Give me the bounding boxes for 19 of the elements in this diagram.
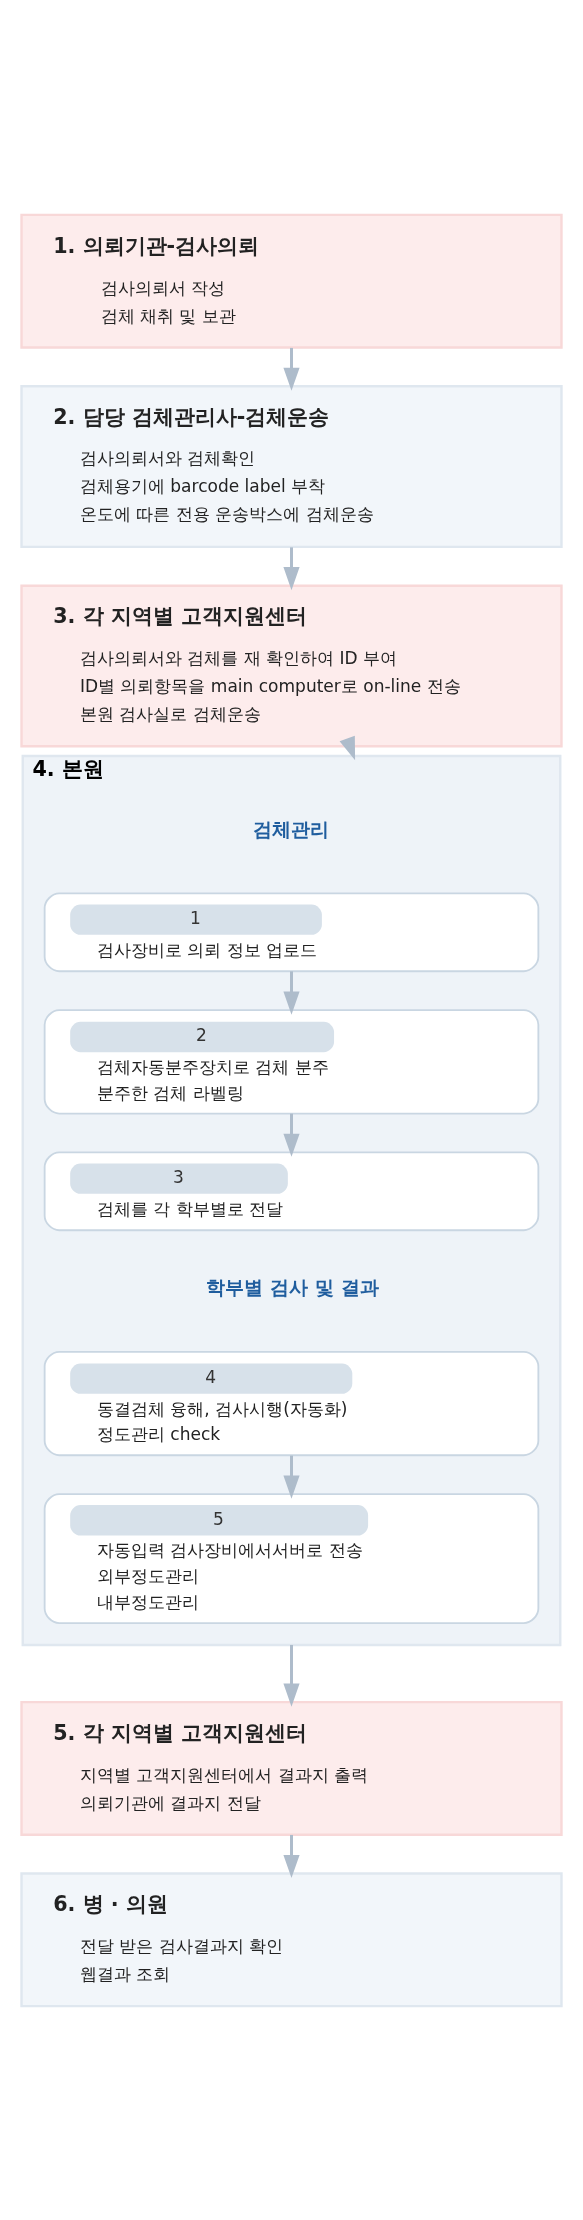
node-box: 1. 의뢰기관-검사의뢰 검사의뢰서 작성 검체 채취 및 보관: [20, 213, 563, 349]
arrow: [283, 546, 300, 590]
node-box: 4 동결검체 융해, 검사시행(자동화) 정도관리 check: [43, 1350, 540, 1456]
node-box: 1 검사장비로 의뢰 정보 업로드: [43, 892, 540, 972]
arrow: [283, 970, 300, 1015]
arrow: [339, 735, 356, 760]
label: 학부별 검사 및 결과: [206, 1275, 379, 1299]
node-box: 5 자동입력 검사장비에서서버로 전송 외부정도관리 내부정도관리: [43, 1492, 540, 1624]
arrow: [283, 1834, 300, 1878]
node-box: 2. 담당 검체관리사-검체운송 검사의뢰서와 검체확인 검체용기에 barcode label 부착 온도에 따른 전용 운송박스에 검체운송: [20, 384, 563, 548]
node-box: 5. 각 지역별 고객지원센터 지역별 고객지원센터에서 결과지 출력 의뢰기관에 결과지 전달: [20, 1700, 563, 1836]
arrow: [283, 1113, 300, 1157]
arrow: [283, 1455, 300, 1499]
arrow: [283, 1644, 300, 1707]
node-box: 3 검체를 각 학부별로 전달: [43, 1151, 540, 1231]
arrow: [283, 347, 300, 391]
node-box: 6. 병 · 의원 전달 받은 검사결과지 확인 웹결과 조회: [20, 1871, 563, 2007]
node-box: 2 검체자동분주장치로 검체 분주 분주한 검체 라벨링: [43, 1008, 540, 1114]
label: 검체관리: [252, 817, 329, 841]
